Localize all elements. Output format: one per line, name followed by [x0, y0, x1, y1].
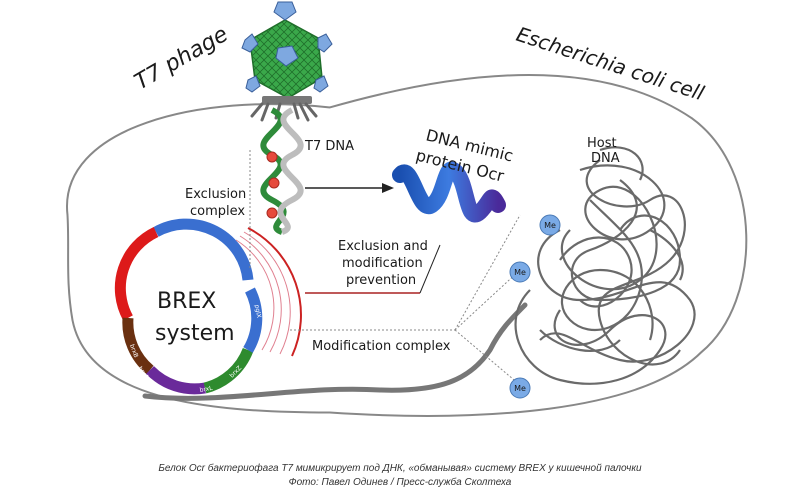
connector-prevention-up: [419, 244, 441, 294]
ocr-bound-marker: [266, 151, 278, 163]
dna-strand-to-host: [142, 302, 528, 401]
label-host-2: DNA: [591, 151, 620, 166]
brex-arcs: [235, 227, 302, 357]
label-t7-dna: T7 DNA: [304, 139, 354, 154]
gene-label: brxB: [128, 343, 139, 358]
phage-collar: [262, 96, 312, 104]
methylation-marker: Me: [509, 377, 531, 399]
phage-tail-fibers: [250, 102, 318, 122]
diagram: Me Me Me T7 phage Escherichia coli cell …: [66, 1, 748, 417]
label-host-1: Host: [587, 136, 617, 151]
capsid-spike: [313, 75, 329, 93]
cell-membrane-inner: [68, 76, 746, 415]
caption-line-1: Белок Ocr бактериофага Т7 мимикрирует по…: [158, 463, 642, 474]
ocr-protein: [392, 161, 506, 223]
capsid-spike: [245, 75, 261, 93]
svg-text:Me: Me: [544, 221, 556, 230]
ocr-bound-marker: [266, 207, 278, 219]
arrow-head: [382, 183, 394, 193]
brex-ring: [114, 218, 263, 395]
caption-line-2: Фото: Павел Одинев / Пресс-служба Сколте…: [288, 477, 512, 488]
label-prevention-3: prevention: [346, 273, 416, 288]
capsid-spike: [317, 33, 333, 53]
dashed-connectors: [249, 150, 521, 386]
capsid-spike: [275, 45, 299, 67]
label-t7-phage: T7 phage: [131, 22, 233, 95]
label-modification-complex: Modification complex: [312, 339, 451, 354]
label-brex-1: BREX: [157, 289, 216, 314]
gene-label: brxL: [199, 385, 214, 394]
label-exclusion-1: Exclusion: [185, 187, 246, 202]
methylation-marker: Me: [539, 214, 561, 236]
methylation-marker: Me: [509, 261, 531, 283]
label-prevention-1: Exclusion and: [338, 239, 428, 254]
svg-text:Me: Me: [514, 268, 526, 277]
label-prevention-2: modification: [342, 256, 423, 271]
host-dna: [514, 146, 696, 385]
svg-text:Me: Me: [514, 384, 526, 393]
ocr-bound-marker: [268, 177, 280, 189]
gene-label: pglX: [253, 304, 262, 318]
label-brex-2: system: [155, 321, 235, 346]
t7-dna-helix: [260, 107, 304, 235]
label-exclusion-2: complex: [190, 204, 245, 219]
capsid-spike: [241, 33, 259, 53]
capsid-spike: [273, 1, 297, 21]
t7-phage: [241, 1, 333, 122]
